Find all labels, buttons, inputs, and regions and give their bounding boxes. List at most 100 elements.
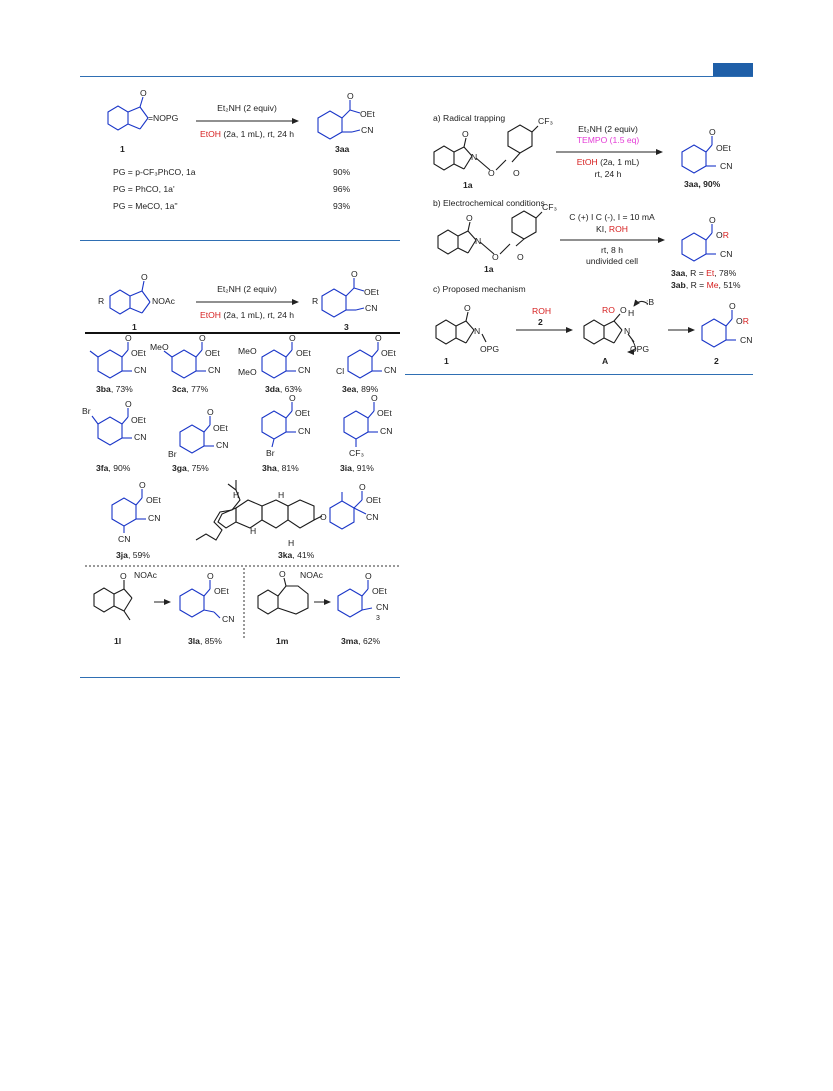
b-aa-yield: , 78% xyxy=(714,268,736,278)
scheme1-start-structure xyxy=(107,96,149,131)
scheme2-product-ester: OEt xyxy=(364,287,379,297)
product-3ga xyxy=(179,416,214,454)
a-reagent-bottom: EtOH (2a, 1 mL) xyxy=(577,157,640,167)
product-3la xyxy=(179,580,221,619)
br-3ga: Br xyxy=(168,449,177,459)
b-ab-rest: , R = xyxy=(686,280,707,290)
c-product-ester: OR xyxy=(736,316,749,326)
ester-3ca: OEt xyxy=(205,348,220,358)
br-3fa: Br xyxy=(82,406,91,416)
scheme2-solvent: EtOH xyxy=(200,310,221,320)
code-3ma: 3ma xyxy=(341,636,358,646)
label-1m: 1m xyxy=(276,636,289,646)
scheme1-product-cn: CN xyxy=(361,125,373,135)
o-3la: O xyxy=(207,571,214,581)
b-start-1a xyxy=(437,210,543,255)
ester-3fa: OEt xyxy=(131,415,146,425)
b-reagent-ki: KI, xyxy=(596,224,609,234)
scheme2-product-label: 3 xyxy=(344,322,349,332)
o-3ba: O xyxy=(125,333,132,343)
a-start-cf3: CF₃ xyxy=(538,116,553,126)
yield-3la: , 85% xyxy=(200,636,222,646)
yield-3ba: , 73% xyxy=(111,384,133,394)
b-product xyxy=(681,224,716,262)
c-intermediate-a xyxy=(583,299,649,355)
label-3la: 3la, 85% xyxy=(188,636,222,646)
pg-row-2-yield: 96% xyxy=(333,184,351,194)
c-start-opg: OPG xyxy=(480,344,499,354)
o-1l: O xyxy=(120,571,127,581)
yield-3ia: , 91% xyxy=(352,463,374,473)
ester-3la: OEt xyxy=(214,586,229,596)
sub-3ma: 3 xyxy=(376,615,380,622)
scheme1-product-ester: OEt xyxy=(360,109,375,119)
label-3ga: 3ga, 75% xyxy=(172,463,209,473)
b-start-label: 1a xyxy=(484,264,494,274)
o-link-3ka: O xyxy=(320,512,327,522)
c-a-n: N xyxy=(624,326,630,336)
start-1l xyxy=(93,580,133,621)
b-start-o2: O xyxy=(492,252,499,262)
c-a-opg: OPG xyxy=(630,344,649,354)
a-start-o2: O xyxy=(488,168,495,178)
scheme2-product-cn: CN xyxy=(365,303,377,313)
yield-3ja: , 59% xyxy=(128,550,150,560)
a-product-o: O xyxy=(709,127,716,137)
section-a-title: a) Radical trapping xyxy=(433,113,505,123)
b-ab-yield: , 51% xyxy=(719,280,741,290)
scheme1-start-label: 1 xyxy=(120,144,125,154)
scheme2-product-r: R xyxy=(312,296,318,306)
scheme1-conditions: (2a, 1 mL), rt, 24 h xyxy=(221,129,294,139)
label-3ka: 3ka, 41% xyxy=(278,550,315,560)
label-3ma: 3ma, 62% xyxy=(341,636,381,646)
code-3ia: 3ia xyxy=(340,463,352,473)
b-aa-r: Et xyxy=(706,268,715,278)
pg-row-1: PG = p-CF₃PhCO, 1a xyxy=(113,167,196,177)
c-start-o: O xyxy=(464,303,471,313)
code-3ka: 3ka xyxy=(278,550,293,560)
c-product-ester-r: R xyxy=(743,316,749,326)
product-3ca xyxy=(163,342,206,379)
scheme2-start-structure xyxy=(109,280,151,315)
scheme2-start-group: NOAc xyxy=(152,296,176,306)
yield-3ca: , 77% xyxy=(186,384,208,394)
product-3ma xyxy=(337,580,373,618)
group-1m: NOAc xyxy=(300,570,324,580)
cl-3ea: Cl xyxy=(336,366,344,376)
o-3ka: O xyxy=(359,482,366,492)
scheme1-product-o: O xyxy=(347,91,354,101)
ester-3ea: OEt xyxy=(381,348,396,358)
scheme2-conditions: (2a, 1 mL), rt, 24 h xyxy=(221,310,294,320)
product-3ea xyxy=(347,342,382,379)
c-a-ro: RO xyxy=(602,305,615,315)
b-product-ester: OR xyxy=(716,230,729,240)
b-product-ester-r: R xyxy=(723,230,729,240)
cf3-3ia: CF₃ xyxy=(349,448,364,458)
label-3ea: 3ea, 89% xyxy=(342,384,379,394)
scheme2-product-structure xyxy=(321,278,365,318)
o-3ea: O xyxy=(375,333,382,343)
yield-3ea: , 89% xyxy=(356,384,378,394)
scheme2-bottom-rule xyxy=(80,677,400,678)
code-3ga: 3ga xyxy=(172,463,187,473)
ester-3ma: OEt xyxy=(372,586,387,596)
c-start-n: N xyxy=(474,326,480,336)
c-a-label: A xyxy=(602,356,608,366)
b-reagent-mid: KI, ROH xyxy=(596,224,628,234)
pg-row-3-yield: 93% xyxy=(333,201,351,211)
b-product-ab: 3ab, R = Me, 51% xyxy=(671,280,741,290)
c-product-cn: CN xyxy=(740,335,752,345)
yield-3ma: , 62% xyxy=(358,636,380,646)
cn-3ka: CN xyxy=(366,512,378,522)
o-3ia: O xyxy=(371,393,378,403)
ester-3ka: OEt xyxy=(366,495,381,505)
a-start-label: 1a xyxy=(463,180,473,190)
yield-3ga: , 75% xyxy=(187,463,209,473)
product-3ia xyxy=(343,402,378,447)
a-product-label: 3aa, 90% xyxy=(684,179,721,189)
product-3ja xyxy=(111,489,146,533)
label-3ca: 3ca, 77% xyxy=(172,384,209,394)
b-product-ester-o: O xyxy=(716,230,723,240)
pg-row-1-yield: 90% xyxy=(333,167,351,177)
o-3ca: O xyxy=(199,333,206,343)
